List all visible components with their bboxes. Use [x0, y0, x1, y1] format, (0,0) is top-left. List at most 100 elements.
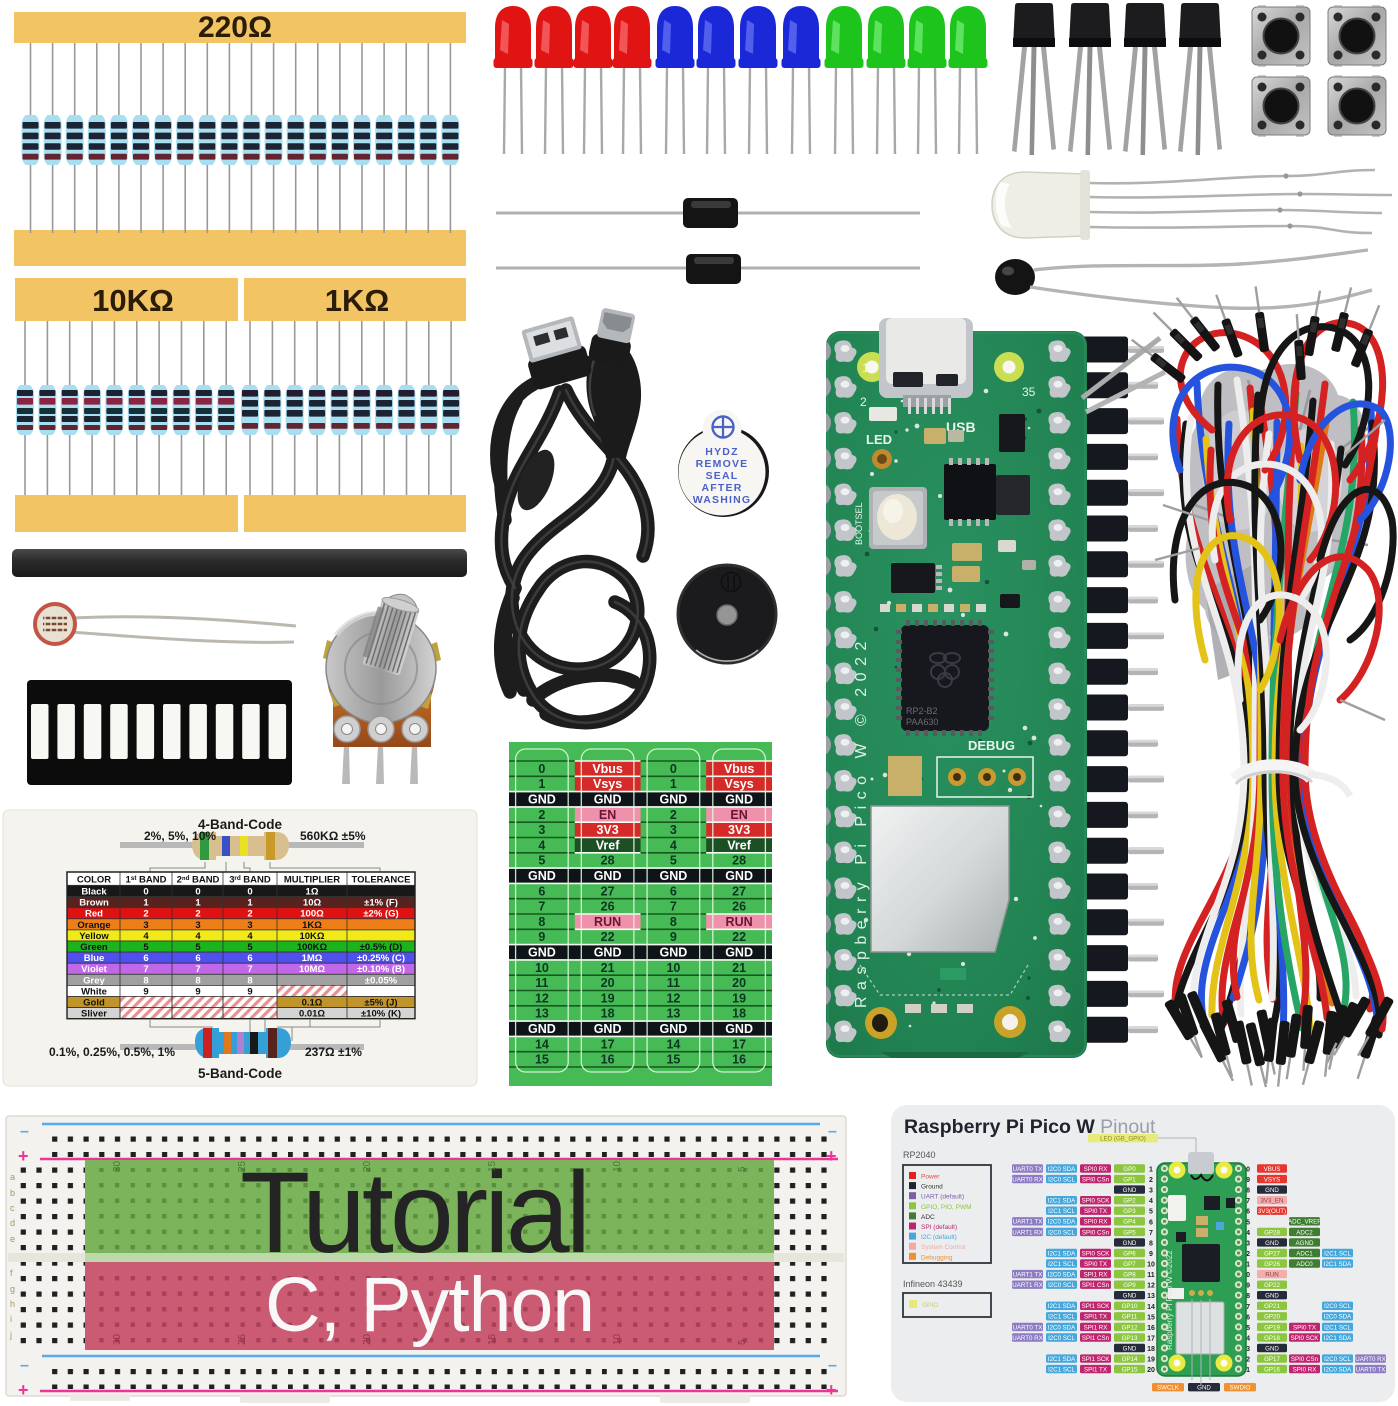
svg-text:e: e [10, 1234, 15, 1244]
svg-text:8: 8 [195, 975, 200, 986]
svg-text:4: 4 [1149, 1198, 1153, 1205]
svg-text:4: 4 [143, 931, 149, 942]
svg-text:I2C1 SCL: I2C1 SCL [1048, 1314, 1075, 1321]
svg-text:2: 2 [1149, 1177, 1153, 1184]
svg-text:1ˢᵗ BAND: 1ˢᵗ BAND [126, 875, 167, 886]
svg-text:±1% (F): ±1% (F) [364, 898, 398, 909]
svg-text:GND: GND [594, 1022, 622, 1036]
svg-text:17: 17 [601, 1037, 615, 1051]
svg-text:1KΩ: 1KΩ [325, 283, 389, 318]
svg-text:4: 4 [195, 931, 201, 942]
svg-text:GP14: GP14 [1122, 1356, 1138, 1363]
svg-text:Orange: Orange [77, 920, 110, 931]
svg-text:Sliver: Sliver [81, 1009, 107, 1020]
svg-text:I2C0 SCL: I2C0 SCL [1324, 1303, 1351, 1310]
svg-text:Infineon 43439: Infineon 43439 [903, 1279, 963, 1289]
svg-text:2: 2 [247, 909, 252, 920]
svg-text:LED (GB_GPIO): LED (GB_GPIO) [1100, 1136, 1146, 1143]
svg-text:20: 20 [1147, 1367, 1155, 1374]
svg-text:15: 15 [487, 1333, 498, 1345]
svg-text:GND: GND [1265, 1187, 1279, 1194]
svg-text:16: 16 [1147, 1325, 1155, 1332]
svg-text:SPI0 SCK: SPI0 SCK [1082, 1250, 1111, 1257]
svg-text:SPI1 RX: SPI1 RX [1084, 1272, 1108, 1279]
svg-text:20: 20 [601, 976, 615, 990]
svg-text:10KΩ: 10KΩ [299, 931, 324, 942]
svg-text:SPI0 SCK: SPI0 SCK [1291, 1335, 1320, 1342]
svg-text:0: 0 [247, 887, 252, 898]
svg-text:SPI1 SCK: SPI1 SCK [1082, 1356, 1111, 1363]
svg-text:10: 10 [535, 961, 549, 975]
svg-text:I2C0 SDA: I2C0 SDA [1048, 1324, 1076, 1331]
svg-text:I2C0 SDA: I2C0 SDA [1048, 1272, 1076, 1279]
svg-text:I2C1 SCL: I2C1 SCL [1324, 1250, 1351, 1257]
svg-text:1: 1 [670, 777, 677, 791]
svg-text:COLOR: COLOR [77, 875, 111, 886]
svg-text:RP2-B2: RP2-B2 [906, 706, 938, 716]
svg-text:GPIO: GPIO [922, 1302, 938, 1309]
svg-text:GP4: GP4 [1123, 1219, 1136, 1226]
svg-text:15: 15 [666, 1053, 680, 1067]
svg-text:±0.5% (D): ±0.5% (D) [360, 942, 403, 953]
svg-text:8: 8 [143, 975, 148, 986]
svg-text:UART0 RX: UART0 RX [1012, 1335, 1043, 1342]
svg-text:Grey: Grey [83, 975, 105, 986]
svg-text:Gold: Gold [83, 998, 105, 1009]
svg-text:GND: GND [1265, 1240, 1279, 1247]
svg-text:1KΩ: 1KΩ [302, 920, 322, 931]
svg-text:10: 10 [666, 961, 680, 975]
svg-text:11: 11 [667, 976, 680, 990]
svg-text:30: 30 [112, 1160, 123, 1172]
svg-text:3ʳᵈ BAND: 3ʳᵈ BAND [229, 875, 271, 886]
svg-text:17: 17 [732, 1037, 746, 1051]
svg-text:–: – [828, 1123, 837, 1140]
svg-text:1Ω: 1Ω [306, 887, 319, 898]
svg-text:5: 5 [737, 1166, 748, 1172]
svg-text:GP27: GP27 [1264, 1250, 1280, 1257]
svg-text:–: – [20, 1357, 29, 1374]
svg-text:C, Python: C, Python [265, 1262, 594, 1348]
svg-text:b: b [10, 1188, 15, 1198]
svg-text:I2C1 SCL: I2C1 SCL [1048, 1367, 1075, 1374]
svg-text:13: 13 [535, 1007, 549, 1021]
svg-text:10MΩ: 10MΩ [299, 964, 325, 975]
svg-text:Debugging: Debugging [921, 1254, 953, 1261]
svg-text:3V3: 3V3 [728, 823, 750, 837]
svg-text:SWDIO: SWDIO [1230, 1385, 1251, 1392]
svg-text:2: 2 [195, 909, 200, 920]
svg-text:RUN: RUN [594, 915, 621, 929]
svg-text:GND: GND [725, 946, 753, 960]
svg-text:LED: LED [866, 432, 892, 447]
svg-text:GND: GND [660, 869, 688, 883]
svg-text:d: d [10, 1218, 15, 1228]
svg-text:27: 27 [732, 884, 746, 898]
svg-text:560KΩ ±5%: 560KΩ ±5% [300, 829, 366, 843]
svg-text:Ground: Ground [921, 1184, 943, 1191]
svg-text:SPI1 SCK: SPI1 SCK [1082, 1303, 1111, 1310]
svg-text:EN: EN [730, 808, 747, 822]
svg-text:UART0 TX: UART0 TX [1013, 1166, 1043, 1173]
svg-text:DEBUG: DEBUG [968, 738, 1015, 753]
svg-text:GND: GND [1265, 1345, 1279, 1352]
svg-text:4-Band-Code: 4-Band-Code [198, 817, 282, 832]
svg-text:1: 1 [538, 777, 545, 791]
svg-text:21: 21 [601, 961, 615, 975]
svg-text:19: 19 [732, 991, 746, 1005]
svg-text:GND: GND [660, 1022, 688, 1036]
svg-text:I2C0 SDA: I2C0 SDA [1324, 1367, 1352, 1374]
svg-text:3V3: 3V3 [596, 823, 618, 837]
svg-text:19: 19 [1147, 1357, 1155, 1364]
svg-text:SPI1 CSn: SPI1 CSn [1082, 1335, 1110, 1342]
svg-text:ADC: ADC [921, 1214, 935, 1221]
svg-text:30: 30 [112, 1333, 123, 1345]
svg-text:TOLERANCE: TOLERANCE [352, 875, 411, 886]
svg-text:I2C0 SCL: I2C0 SCL [1324, 1356, 1351, 1363]
svg-text:SPI0 TX: SPI0 TX [1084, 1261, 1107, 1268]
svg-text:10: 10 [1147, 1262, 1155, 1269]
svg-text:Blue: Blue [84, 953, 105, 964]
svg-text:12: 12 [535, 991, 549, 1005]
svg-text:Vref: Vref [596, 838, 620, 852]
svg-text:UART1 RX: UART1 RX [1012, 1229, 1043, 1236]
svg-text:SPI0 RX: SPI0 RX [1084, 1166, 1108, 1173]
svg-text:GP16: GP16 [1264, 1367, 1280, 1374]
